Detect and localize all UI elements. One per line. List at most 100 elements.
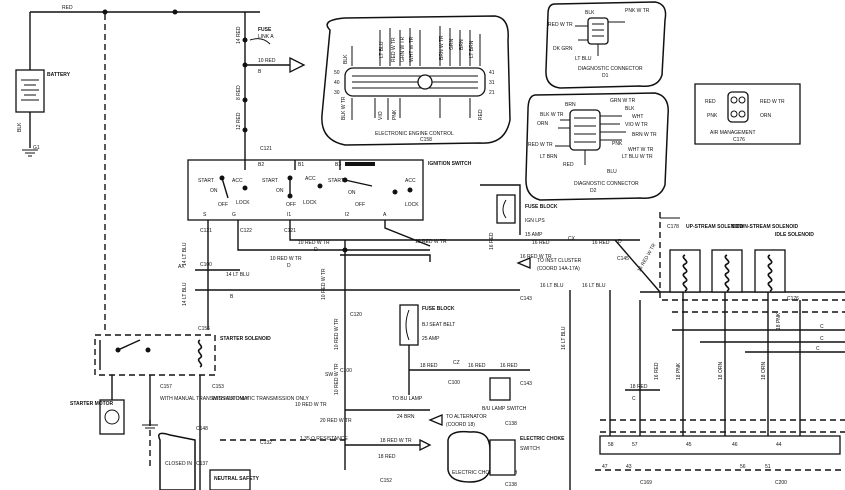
svg-text:21: 21 [489,90,495,96]
svg-text:8 RED: 8 RED [236,85,242,100]
svg-text:ACC: ACC [405,178,416,184]
svg-text:16 RED: 16 RED [468,363,486,369]
svg-text:16 RED: 16 RED [532,240,550,246]
svg-text:C143: C143 [520,296,532,302]
svg-text:51: 51 [765,464,771,470]
svg-text:20 RED W TR: 20 RED W TR [320,418,352,424]
svg-text:50: 50 [334,70,340,76]
svg-text:14 LT BLU: 14 LT BLU [226,272,250,278]
downstream-solenoid-label: DOWN-STREAM SOLENOID [732,224,798,230]
fuse-link-label: FUSE [258,27,272,33]
svg-text:14 LT BLU: 14 LT BLU [182,242,188,266]
ignition-switch: IGNITION SWITCH B2 B1 B3 START ON ACC OF… [187,159,472,221]
svg-text:18 RED: 18 RED [378,454,396,460]
svg-text:16 RED: 16 RED [654,362,660,380]
fuse-block-belt-label: FUSE BLOCK [422,306,455,312]
svg-text:A: A [383,212,387,218]
svg-text:C137: C137 [196,461,208,467]
connector-arrow-icon [289,56,306,74]
svg-text:D: D [287,263,291,269]
svg-text:C143: C143 [520,381,532,387]
ignition-switch-label: IGNITION SWITCH [428,161,472,167]
svg-text:LT BLU W TR: LT BLU W TR [622,154,653,160]
svg-text:D1: D1 [602,73,609,79]
svg-text:58: 58 [608,442,614,448]
svg-text:C153: C153 [212,384,224,390]
svg-text:25 AMP: 25 AMP [422,336,440,342]
svg-text:RED W TR: RED W TR [760,99,785,105]
svg-text:LOCK: LOCK [405,202,419,208]
svg-text:10 RED W TR: 10 RED W TR [334,363,340,395]
svg-text:C121: C121 [284,228,296,234]
resistance-label: 1.35 Ω RESISTANCE [300,436,348,442]
svg-text:40: 40 [334,80,340,86]
fuse-block-ign: FUSE BLOCK IGN LPS 15 AMP 16 RED 16 RED … [480,184,661,302]
battery-label: BATTERY [47,72,71,78]
svg-text:LOCK: LOCK [303,200,317,206]
svg-text:SWITCH: SWITCH [520,446,540,452]
solenoids: C178 UP-STREAM SOLENOID DOWN-STREAM SOLE… [640,212,845,440]
svg-text:31: 31 [489,80,495,86]
svg-text:30: 30 [334,90,340,96]
svg-text:PNK W TR: PNK W TR [625,8,650,14]
svg-text:PNK: PNK [392,109,398,120]
svg-text:ORN: ORN [760,113,772,119]
inst-cluster-label: TO INST CLUSTER [537,258,582,264]
svg-text:47: 47 [602,464,608,470]
svg-text:AX: AX [178,264,185,270]
svg-text:LT BRN: LT BRN [540,154,558,160]
choke-switch-label: ELECTRIC CHOKE SWITCH [452,470,517,476]
svg-text:16 LT BLU: 16 LT BLU [561,326,567,350]
svg-text:CLOSED IN: CLOSED IN [165,461,192,467]
svg-text:16 RED: 16 RED [500,363,518,369]
svg-text:10 RED W TR: 10 RED W TR [415,239,447,245]
svg-text:C158: C158 [420,137,432,143]
svg-text:16 RED W TR: 16 RED W TR [520,254,552,260]
svg-text:(COORD 14A-17A): (COORD 14A-17A) [537,266,580,272]
svg-text:C138: C138 [505,482,517,488]
svg-text:C176: C176 [733,137,745,143]
svg-text:D: D [618,239,622,245]
svg-text:BRN W TR: BRN W TR [632,132,657,138]
svg-text:C138: C138 [505,421,517,427]
svg-text:BRN: BRN [565,102,576,108]
svg-text:C148: C148 [196,426,208,432]
svg-text:57: 57 [632,442,638,448]
svg-text:LT BLU: LT BLU [575,56,592,62]
ground-label: G1 [33,145,40,151]
svg-text:RED W TR: RED W TR [548,22,573,28]
svg-text:C120: C120 [350,312,362,318]
svg-text:18 PNK: 18 PNK [776,312,782,330]
diag1-label: DIAGNOSTIC CONNECTOR [578,66,643,72]
svg-text:C156: C156 [198,326,210,332]
starter-solenoid-label: STARTER SOLENOID [220,336,271,342]
svg-text:B2: B2 [258,162,264,168]
svg-text:START: START [262,178,278,184]
svg-text:RED: RED [705,99,716,105]
svg-text:OFF: OFF [355,202,365,208]
svg-text:18 PNK: 18 PNK [676,362,682,380]
svg-text:OFF: OFF [286,202,296,208]
svg-text:BLK W TR: BLK W TR [341,96,347,120]
svg-text:18 RED W TR: 18 RED W TR [380,438,412,444]
svg-text:ON: ON [276,188,284,194]
diagnostic-connector-d2: BRN GRN W TR BLK W TR BLK ORN WHT VIO W … [525,92,669,201]
svg-text:C: C [820,324,824,330]
svg-text:C122: C122 [240,228,252,234]
wire-label-red-top: RED [62,5,73,11]
ground-icon [22,149,38,157]
svg-text:B: B [230,294,234,300]
fuse-block-ign-label: FUSE BLOCK [525,204,558,210]
svg-text:RED W TR: RED W TR [528,142,553,148]
svg-text:I1: I1 [287,212,291,218]
svg-text:BJ SEAT BELT: BJ SEAT BELT [422,322,455,328]
bu-switch-label: B/U LAMP SWITCH [482,406,527,412]
svg-text:SW: SW [325,372,333,378]
svg-text:CZ: CZ [453,360,460,366]
svg-text:C132: C132 [260,440,272,446]
svg-text:BLK: BLK [343,54,349,64]
bu-lamp-label: TO BU LAMP [392,396,423,402]
svg-text:18 RED: 18 RED [420,363,438,369]
svg-text:D2: D2 [590,188,597,194]
alternator-label: TO ALTERNATOR [446,414,487,420]
